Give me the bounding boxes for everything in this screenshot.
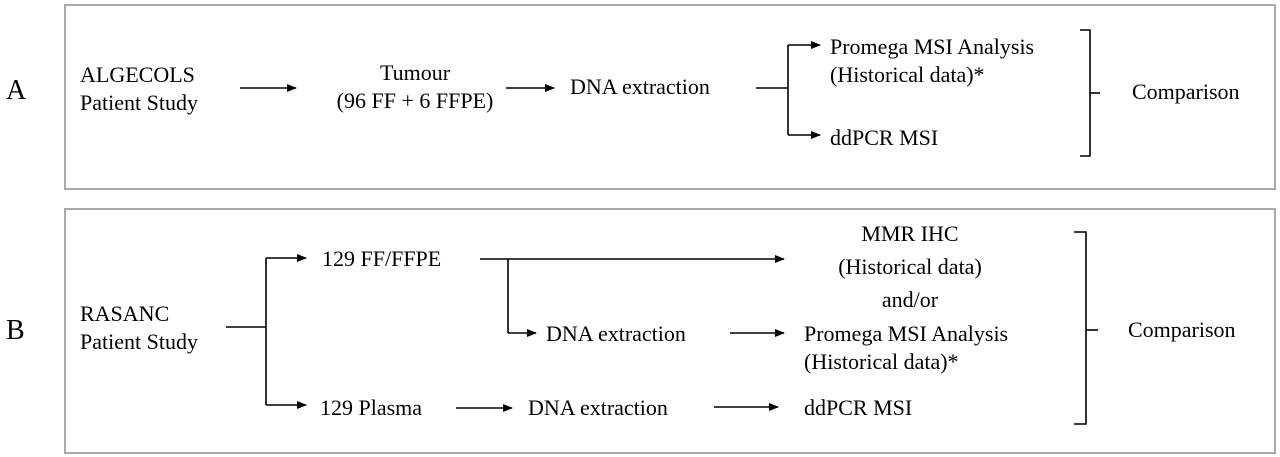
panel-b-comparison: Comparison — [1128, 317, 1236, 342]
panel-a-sample-line2: (96 FF + 6 FFPE) — [336, 88, 494, 113]
panel-a-box — [64, 4, 1276, 190]
panel-a-comparison: Comparison — [1132, 79, 1240, 104]
panel-b-promega-line2: (Historical data)* — [804, 349, 959, 374]
panel-b-source-line2: Patient Study — [80, 329, 198, 354]
panel-b-mmr-line2: (Historical data) — [838, 254, 982, 279]
panel-a-sample-line1: Tumour — [379, 60, 451, 85]
panel-a-label: A — [6, 75, 27, 106]
panel-b-mmr-line1: MMR IHC — [861, 221, 959, 246]
panel-a-ddpcr: ddPCR MSI — [830, 125, 939, 150]
panel-b-plasma: 129 Plasma — [320, 395, 423, 420]
panel-a-promega-line1: Promega MSI Analysis — [830, 34, 1035, 59]
bracket-a — [1080, 29, 1091, 157]
panel-a-source-line1: ALGECOLS — [80, 62, 195, 87]
panel-b-tissue: 129 FF/FFPE — [322, 246, 442, 271]
panel-b-dna-extraction-plasma: DNA extraction — [528, 395, 668, 420]
panel-a-source-line2: Patient Study — [80, 90, 198, 115]
bracket-b — [1074, 231, 1087, 425]
panel-b-dna-extraction-tissue: DNA extraction — [546, 321, 686, 346]
panel-b-source-line1: RASANC — [80, 301, 170, 326]
panel-b-ddpcr: ddPCR MSI — [804, 395, 913, 420]
panel-b-promega-line1: Promega MSI Analysis — [804, 321, 1009, 346]
panel-a-promega-line2: (Historical data)* — [830, 62, 985, 87]
panel-b-andor: and/or — [881, 287, 939, 312]
panel-a-dna-extraction: DNA extraction — [570, 74, 710, 99]
panel-b-label: B — [6, 315, 25, 346]
